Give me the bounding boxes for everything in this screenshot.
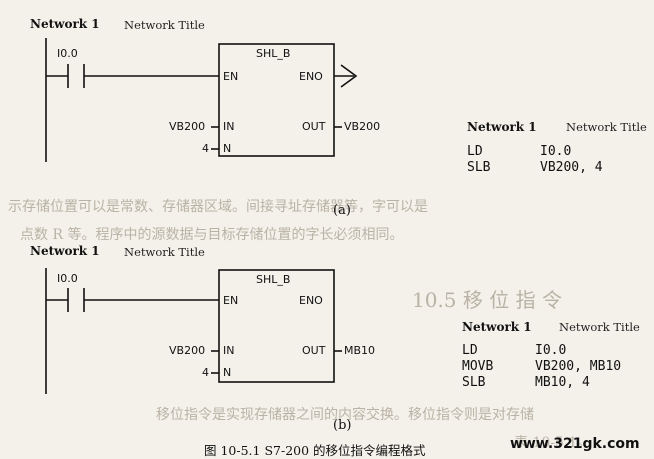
pin-eno-b: ENO [299, 294, 323, 307]
stl-arg-b-3: MB10, 4 [535, 375, 590, 390]
pin-n-b: N [223, 366, 232, 379]
stl-op-a-2: SLB [467, 160, 491, 175]
bleed-text-4: 表 10-5.1。 [514, 435, 592, 451]
stl-network-title-a: Network Title [566, 120, 647, 134]
bleed-text-3: 移位指令是实现存储器之间的内容交换。移位指令则是对存储 [156, 407, 534, 423]
bleed-text-1: 示存储位置可以是常数、存储器区域。间接寻址存储器等，字可以是 [8, 199, 428, 215]
pin-in-a: IN [223, 120, 235, 133]
stl-arg-b-2: VB200, MB10 [535, 359, 622, 374]
in-value-b: VB200 [169, 344, 206, 357]
pin-n-a: N [223, 142, 232, 155]
in-value-a: VB200 [169, 120, 206, 133]
stl-arg-b-1: I0.0 [535, 343, 567, 358]
stl-op-b-1: LD [462, 343, 478, 358]
figure-caption: 图 10-5.1 S7-200 的移位指令编程格式 [204, 443, 426, 458]
block-name-a: SHL_B [256, 47, 291, 60]
stl-op-a-1: LD [467, 144, 483, 159]
bleed-heading: 10.5 移 位 指 令 [412, 288, 562, 312]
contact-address-b: I0.0 [57, 272, 78, 285]
network-title-b: Network Title [124, 245, 205, 259]
stl-op-b-2: MOVB [462, 359, 494, 374]
pin-out-a: OUT [302, 120, 326, 133]
pin-eno-a: ENO [299, 70, 323, 83]
pin-en-b: EN [223, 294, 239, 307]
out-value-a: VB200 [344, 120, 381, 133]
contact-address-a: I0.0 [57, 47, 78, 60]
caption-a: (a) [333, 203, 351, 218]
stl-arg-a-2: VB200, 4 [540, 160, 603, 175]
network-title-a: Network Title [124, 18, 205, 32]
shl-b-block-a [218, 43, 335, 157]
n-value-a: 4 [202, 142, 209, 155]
stl-op-b-3: SLB [462, 375, 486, 390]
pin-en-a: EN [223, 70, 239, 83]
pin-out-b: OUT [302, 344, 326, 357]
bleed-text-2: 点数 R 等。程序中的源数据与目标存储位置的字长必须相同。 [20, 227, 404, 243]
network-label-b: Network 1 [30, 244, 100, 258]
eno-arrow-a [340, 64, 358, 88]
stl-network-label-a: Network 1 [467, 120, 537, 134]
shl-b-block-b [218, 269, 335, 383]
out-value-b: MB10 [344, 344, 376, 357]
watermark: www.321gk.com [510, 436, 640, 452]
stl-arg-a-1: I0.0 [540, 144, 572, 159]
n-value-b: 4 [202, 366, 209, 379]
network-label-a: Network 1 [30, 17, 100, 31]
pin-in-b: IN [223, 344, 235, 357]
caption-b: (b) [333, 418, 352, 433]
stl-network-label-b: Network 1 [462, 320, 532, 334]
stl-network-title-b: Network Title [559, 320, 640, 334]
block-name-b: SHL_B [256, 273, 291, 286]
